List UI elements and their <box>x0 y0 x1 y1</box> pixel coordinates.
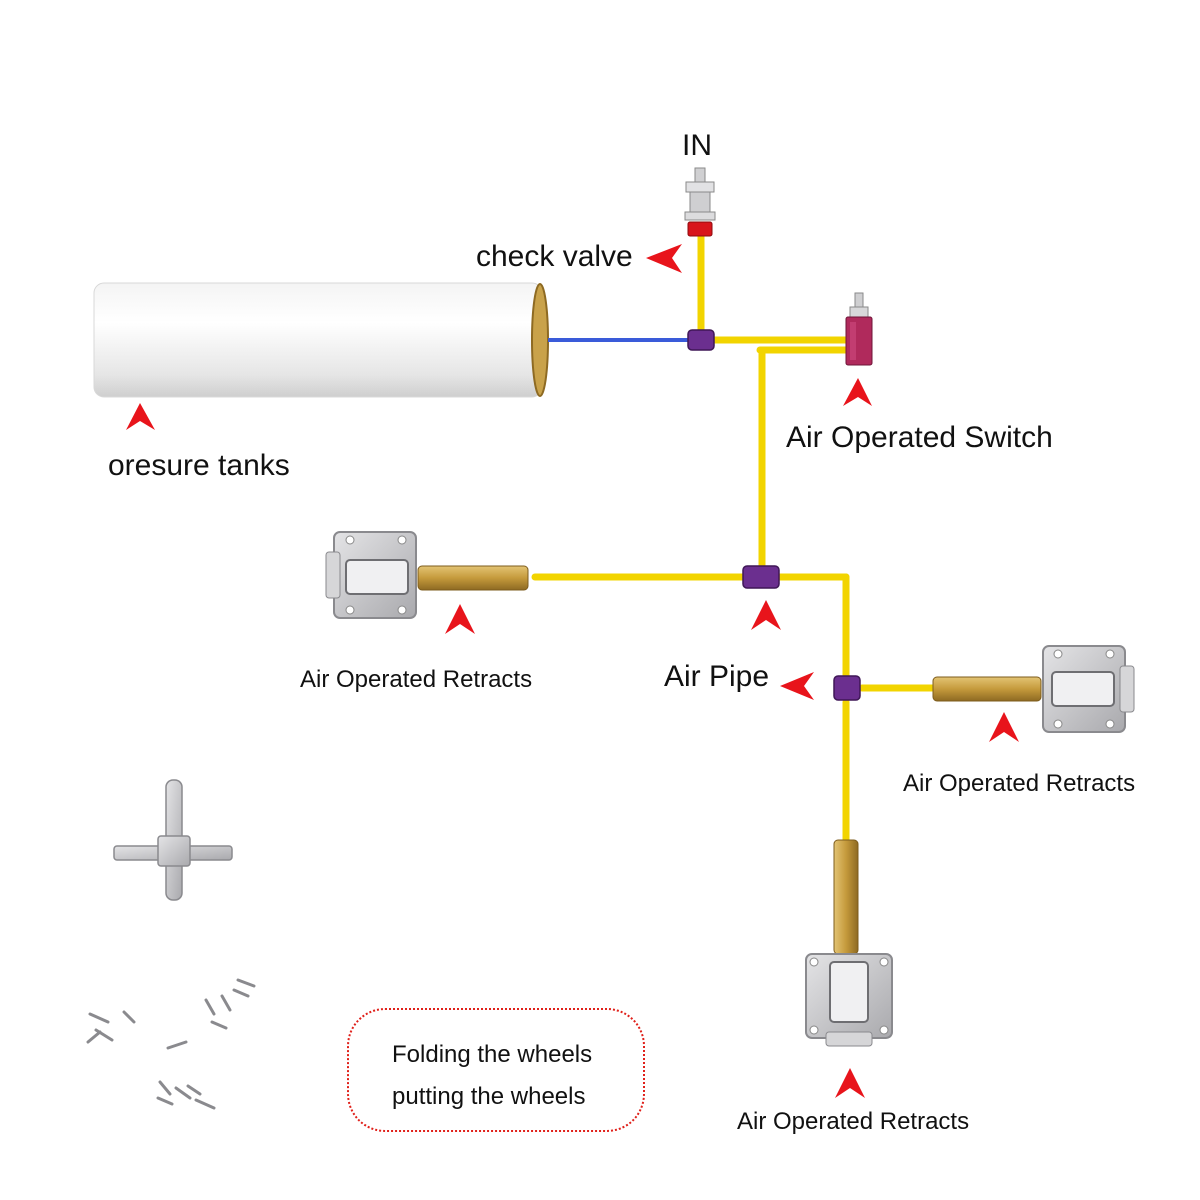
retract-unit-icon-left <box>325 531 529 619</box>
air-switch-icon <box>845 292 873 366</box>
cross-tool-icon <box>113 779 233 901</box>
in-label: IN <box>682 129 712 162</box>
note-line-2: putting the wheels <box>392 1083 586 1110</box>
screw-icon-group <box>86 978 256 1110</box>
note-box <box>347 1008 645 1132</box>
retract-unit-icon-right <box>932 645 1135 733</box>
pressure-tank-label: oresure tanks <box>108 449 290 482</box>
check-valve-icon <box>684 167 716 237</box>
retract-right-label: Air Operated Retracts <box>903 770 1136 797</box>
air-pipe-network <box>531 231 939 844</box>
air-switch-label: Air Operated Switch <box>786 421 1053 454</box>
air-pipe-label: Air Pipe <box>664 660 770 693</box>
retract-bottom-label: Air Operated Retracts <box>737 1108 970 1135</box>
check-valve-label: check valve <box>476 240 633 273</box>
pressure-tank <box>93 282 549 398</box>
note-line-1: Folding the wheels <box>392 1041 593 1068</box>
retract-unit-icon-bottom <box>805 839 893 1047</box>
retract-left-label: Air Operated Retracts <box>300 666 533 693</box>
red-arrow-icon <box>126 244 1019 1098</box>
tee-connector-icon <box>687 329 861 701</box>
